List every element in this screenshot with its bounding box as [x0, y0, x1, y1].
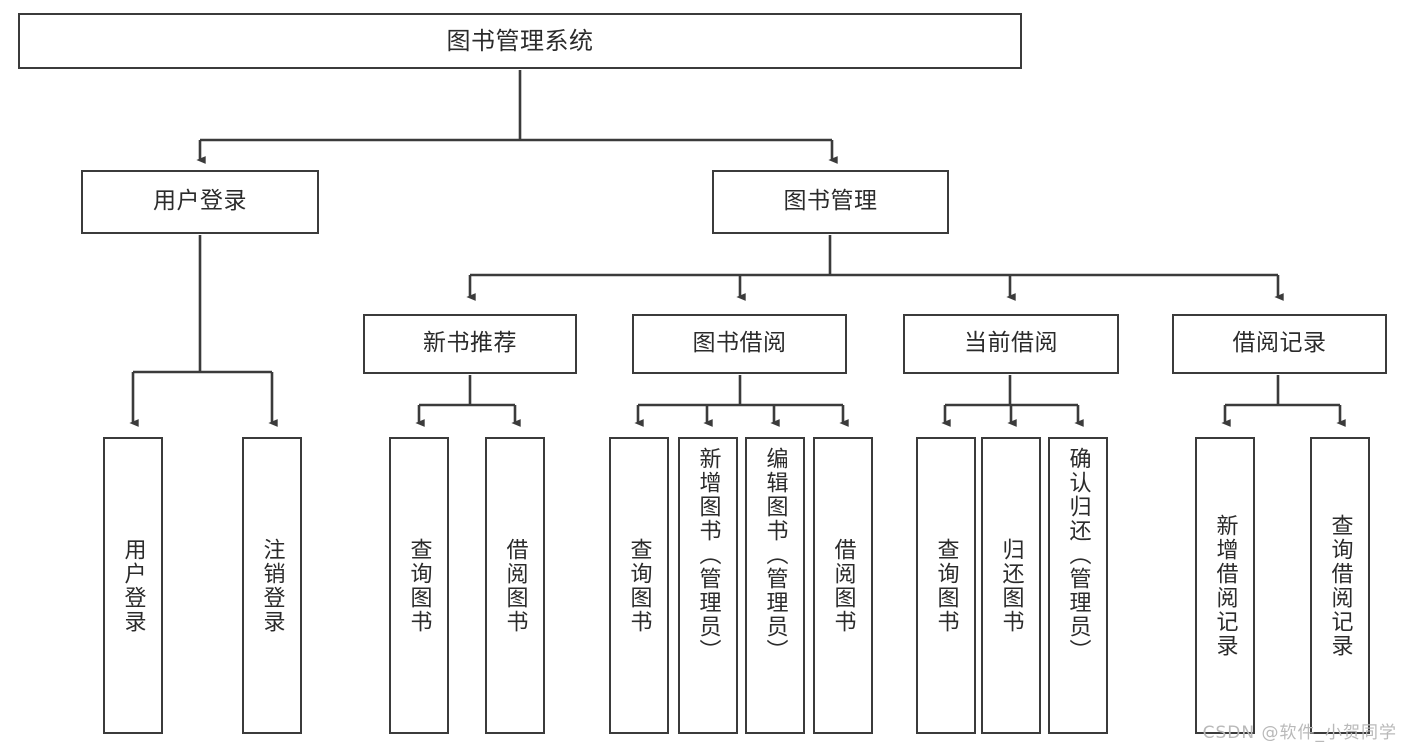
leaf-borrow-record-query[interactable]: 查询借阅记录: [1310, 437, 1370, 734]
leaf-user-login-login[interactable]: 用户登录: [103, 437, 163, 734]
node-label: 新增图书（管理员）: [695, 447, 721, 663]
node-label: 图书管理: [783, 188, 878, 215]
leaf-current-borrow-confirm-admin[interactable]: 确认归还（管理员）: [1048, 437, 1108, 734]
leaf-borrow-record-add[interactable]: 新增借阅记录: [1195, 437, 1255, 734]
leaf-current-borrow-query[interactable]: 查询图书: [916, 437, 976, 734]
node-label: 归还图书: [998, 537, 1024, 634]
node-book-borrow[interactable]: 图书借阅: [632, 314, 847, 374]
node-borrow-record[interactable]: 借阅记录: [1172, 314, 1387, 374]
node-book-management[interactable]: 图书管理: [712, 170, 949, 234]
leaf-book-borrow-add-admin[interactable]: 新增图书（管理员）: [678, 437, 738, 734]
node-label: 图书管理系统: [446, 26, 594, 55]
node-label: 用户登录: [153, 188, 247, 215]
leaf-book-borrow-edit-admin[interactable]: 编辑图书（管理员）: [745, 437, 805, 734]
node-current-borrow[interactable]: 当前借阅: [903, 314, 1119, 374]
leaf-new-book-query[interactable]: 查询图书: [389, 437, 449, 734]
node-label: 借阅记录: [1232, 330, 1327, 357]
node-label: 图书借阅: [692, 330, 787, 357]
node-label: 确认归还（管理员）: [1065, 447, 1091, 663]
node-user-login[interactable]: 用户登录: [81, 170, 319, 234]
node-label: 查询图书: [406, 537, 432, 634]
node-label: 借阅图书: [830, 537, 856, 634]
node-label: 查询借阅记录: [1327, 513, 1353, 658]
leaf-book-borrow-borrow[interactable]: 借阅图书: [813, 437, 873, 734]
node-label: 查询图书: [933, 537, 959, 634]
leaf-new-book-borrow[interactable]: 借阅图书: [485, 437, 545, 734]
node-label: 注销登录: [259, 537, 285, 634]
node-label: 借阅图书: [502, 537, 528, 634]
node-label: 编辑图书（管理员）: [762, 447, 788, 663]
leaf-book-borrow-query[interactable]: 查询图书: [609, 437, 669, 734]
node-label: 当前借阅: [964, 330, 1058, 357]
node-root-system[interactable]: 图书管理系统: [18, 13, 1022, 69]
node-label: 新书推荐: [423, 330, 517, 357]
leaf-user-login-logout[interactable]: 注销登录: [242, 437, 302, 734]
leaf-current-borrow-return[interactable]: 归还图书: [981, 437, 1041, 734]
node-new-book-recommend[interactable]: 新书推荐: [363, 314, 577, 374]
node-label: 查询图书: [626, 537, 652, 634]
node-label: 用户登录: [120, 537, 146, 634]
node-label: 新增借阅记录: [1212, 513, 1238, 658]
